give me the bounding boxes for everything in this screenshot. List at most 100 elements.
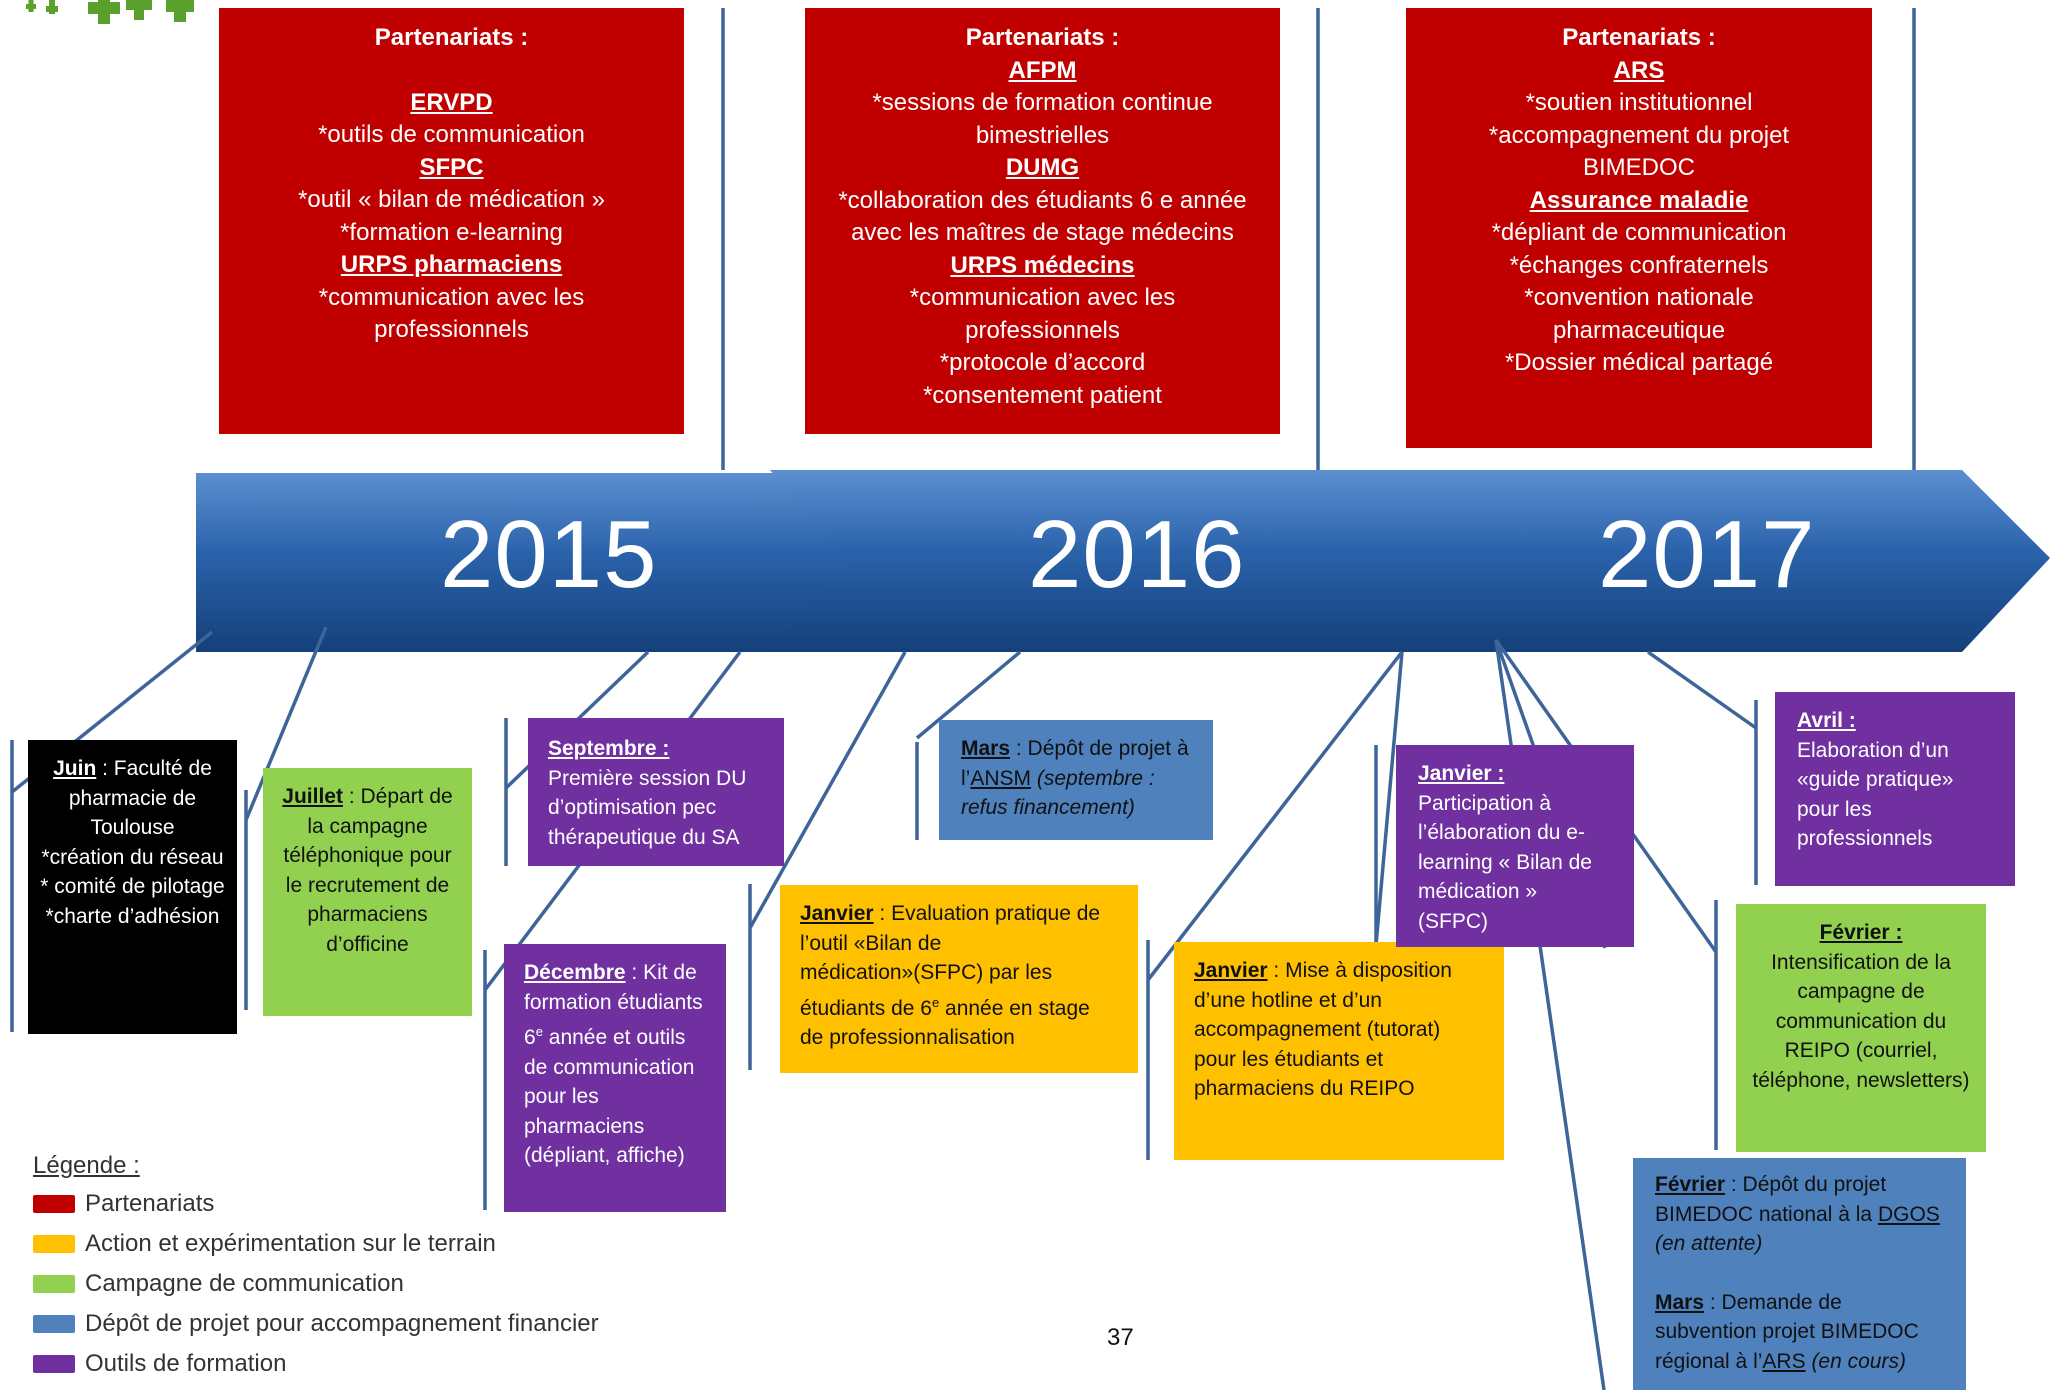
partner-org: DUMG [1005, 154, 1080, 181]
legend-item: Partenariats [33, 1184, 599, 1224]
event-text: : Dépôt du projet BIMEDOC national à la [1655, 1173, 1887, 1226]
partner-org: AFPM [1008, 56, 1077, 84]
partner-box-2015: Partenariats : ERVPD *outils de communic… [219, 8, 684, 434]
event-month: Février [1655, 1173, 1726, 1196]
legend-title: Légende : [33, 1152, 140, 1179]
partner-item: *formation e-learning [340, 218, 563, 246]
event-sup: e [931, 994, 940, 1010]
event-org: ANSM [970, 766, 1032, 790]
partner-item: professionnels [374, 316, 529, 343]
event-text: : Dépôt de projet à l’ [961, 737, 1189, 790]
legend-label: Outils de formation [85, 1350, 287, 1377]
event-org: DGOS [1877, 1202, 1940, 1226]
event-text: année en stage de professionnalisation [800, 996, 1090, 1050]
legend-item: Action et expérimentation sur le terrain [33, 1224, 599, 1264]
legend-label: Campagne de communication [85, 1270, 404, 1297]
partner-item: avec les maîtres de stage médecins [851, 219, 1234, 246]
legend-label: Dépôt de projet pour accompagnement fina… [85, 1310, 599, 1337]
event-text: Première session DU d’optimisation pec t… [548, 766, 747, 849]
partner-item: *Dossier médical partagé [1504, 349, 1774, 376]
partner-org: SFPC [419, 153, 484, 181]
partner-item: *échanges confraternels [1509, 251, 1769, 279]
event-sup: e [535, 1024, 543, 1039]
partner-item: BIMEDOC [1582, 154, 1695, 181]
event-fevrier-2017-depot: Février : Dépôt du projet BIMEDOC nation… [1633, 1158, 1966, 1390]
event-septembre-2015: Septembre : Première session DU d’optimi… [528, 718, 784, 866]
event-juillet-2015: Juillet : Départ de la campagne téléphon… [263, 768, 472, 1016]
partner-org: URPS pharmaciens [340, 251, 563, 278]
partner-org: Assurance maladie [1529, 186, 1749, 214]
partner-item: *dépliant de communication [1491, 219, 1787, 246]
partner-item: *outil « bilan de médication » [298, 186, 605, 213]
event-month: Mars [1655, 1290, 1705, 1314]
legend-label: Action et expérimentation sur le terrain [85, 1230, 496, 1257]
legend-swatch [33, 1195, 75, 1213]
event-janvier-2016: Janvier : Evaluation pratique de l’outil… [780, 885, 1138, 1073]
legend-label: Partenariats [85, 1190, 215, 1217]
partner-org: URPS médecins [950, 251, 1135, 279]
partner-item: bimestrielles [975, 121, 1110, 149]
event-text: : Evaluation pratique de l’outil «Bilan … [800, 902, 1101, 1020]
partner-item: *soutien institutionnel [1525, 89, 1753, 116]
legend-item: Campagne de communication [33, 1264, 599, 1304]
event-text: Participation à l’élaboration du e-learn… [1418, 791, 1592, 933]
event-text: : Demande de subvention projet BIMEDOC r… [1655, 1290, 1919, 1373]
event-text: : Faculté de pharmacie de Toulouse [68, 757, 212, 839]
legend-item: Outils de formation [33, 1344, 599, 1384]
partner-org: ERVPD [410, 88, 493, 116]
event-line: * comité de pilotage [40, 875, 225, 898]
event-line: *création du réseau [41, 845, 224, 869]
partner-header: Partenariats : [374, 24, 529, 51]
logo-crosses [26, 0, 194, 24]
legend-item: Dépôt de projet pour accompagnement fina… [33, 1304, 599, 1344]
year-2016: 2016 [1028, 501, 1246, 608]
event-text: année et outils de communication pour le… [524, 1026, 695, 1167]
event-text: : Kit de formation étudiants 6 [524, 961, 703, 1049]
legend-swatch [33, 1235, 75, 1253]
page-number: 37 [1107, 1324, 1134, 1351]
year-2017: 2017 [1598, 501, 1816, 608]
event-month: Janvier : [1418, 762, 1505, 785]
event-month: Mars [961, 737, 1011, 760]
event-month: Janvier [800, 902, 874, 925]
partner-header: Partenariats : [965, 24, 1120, 51]
event-janvier-2017-elearning: Janvier : Participation à l’élaboration … [1396, 745, 1634, 947]
event-text: Elaboration d’un «guide pratique» pour l… [1797, 738, 1954, 851]
partner-item: *sessions de formation continue [872, 89, 1213, 116]
partner-box-2017: Partenariats : ARS *soutien institutionn… [1406, 8, 1872, 448]
event-month: Décembre [524, 961, 626, 984]
event-month: Janvier [1194, 959, 1268, 982]
event-note: (en cours) [1811, 1349, 1906, 1373]
partner-item: *accompagnement du projet [1488, 121, 1790, 149]
partner-header: Partenariats : [1562, 24, 1716, 51]
event-month: Septembre : [548, 737, 670, 760]
year-2015: 2015 [440, 501, 658, 608]
partner-item: *consentement patient [923, 381, 1162, 409]
event-text: Intensification de la campagne de commun… [1752, 950, 1970, 1092]
legend-swatch [33, 1355, 75, 1373]
partner-item: *convention nationale [1524, 284, 1754, 311]
partner-item: pharmaceutique [1552, 316, 1726, 344]
partner-org: ARS [1613, 56, 1665, 84]
event-note: (septembre : refus financement) [961, 766, 1155, 820]
event-text: : Mise à disposition d’une hotline et d’… [1194, 959, 1452, 1100]
partner-item: *communication avec les [909, 284, 1176, 311]
event-janvier-2017-hotline: Janvier : Mise à disposition d’une hotli… [1174, 942, 1504, 1160]
event-juin-2015: Juin : Faculté de pharmacie de Toulouse … [28, 740, 237, 1034]
event-decembre-2015: Décembre : Kit de formation étudiants 6e… [504, 944, 726, 1212]
legend-swatch [33, 1315, 75, 1333]
event-month: Juin [53, 757, 97, 780]
event-avril-2017: Avril : Elaboration d’un «guide pratique… [1775, 692, 2015, 886]
event-fevrier-2017-campagne: Février : Intensification de la campagne… [1736, 904, 1986, 1152]
event-month: Février : [1819, 921, 1903, 944]
partner-item: *protocole d’accord [939, 349, 1146, 376]
timeline-arrow [196, 470, 2050, 652]
legend: Légende : Partenariats Action et expérim… [33, 1152, 599, 1384]
event-org: ARS [1762, 1349, 1806, 1373]
event-text: : Départ de la campagne téléphonique pou… [283, 785, 453, 956]
legend-swatch [33, 1275, 75, 1293]
event-mars-2016: Mars : Dépôt de projet à l’ANSM (septemb… [939, 720, 1213, 840]
event-month: Avril : [1797, 709, 1856, 732]
event-line: *charte d’adhésion [45, 904, 220, 928]
